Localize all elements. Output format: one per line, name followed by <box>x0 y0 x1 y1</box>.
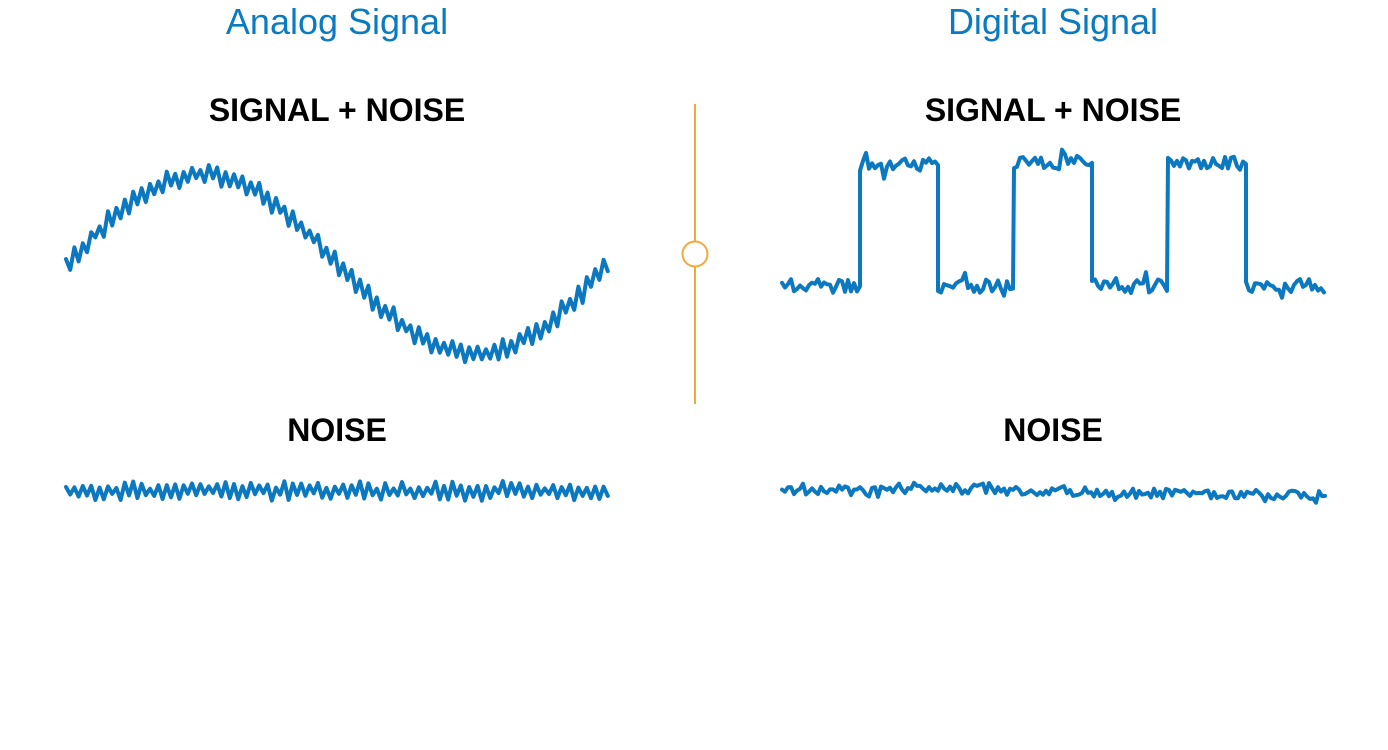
analog-noise-line <box>64 479 610 503</box>
digital-signal-title: Digital Signal <box>947 1 1159 42</box>
analog-signal-plus-noise-waveform <box>64 163 610 365</box>
analog-signal-plus-noise-line <box>64 163 610 365</box>
analog-signal-plus-noise-label: SIGNAL + NOISE <box>208 92 466 128</box>
analog-noise-waveform <box>64 479 610 503</box>
comparison-divider[interactable] <box>670 100 720 410</box>
analog-signal-title: Analog Signal <box>225 1 449 42</box>
digital-noise-line <box>780 480 1327 505</box>
digital-noise-label: NOISE <box>1003 412 1103 448</box>
digital-noise-waveform <box>780 480 1327 505</box>
analog-noise-label: NOISE <box>287 412 387 448</box>
digital-signal-plus-noise-line <box>780 147 1326 300</box>
digital-signal-plus-noise-label: SIGNAL + NOISE <box>924 92 1182 128</box>
digital-signal-plus-noise-waveform <box>780 147 1326 300</box>
divider-handle-icon[interactable] <box>681 240 709 268</box>
